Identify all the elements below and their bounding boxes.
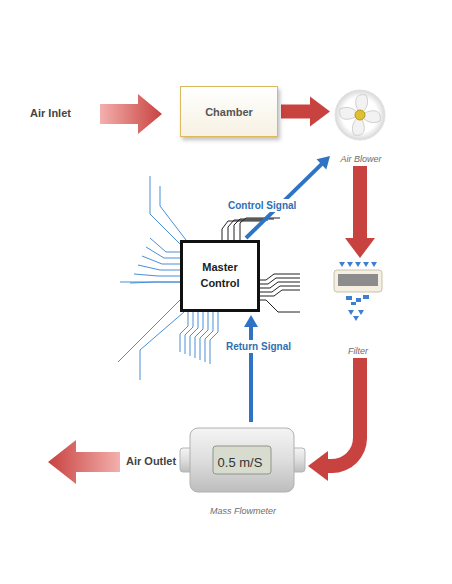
outlet-label: Air Outlet [126, 455, 176, 467]
outlet-arrow [48, 440, 120, 484]
arrow-head [310, 97, 330, 127]
display-reading: 0.5 m/S [214, 451, 266, 473]
node-label: Air Blower [320, 154, 402, 164]
wire [134, 274, 180, 276]
connector-line [281, 105, 311, 119]
wire [120, 282, 180, 283]
wire [185, 312, 193, 354]
wire [118, 300, 180, 362]
wire [190, 312, 198, 356]
wire [146, 247, 180, 258]
wire [160, 186, 186, 240]
flow-connector [246, 156, 330, 238]
node-label: Filter [314, 346, 402, 356]
inlet-label: Air Inlet [30, 107, 71, 119]
node-label: Chamber [199, 104, 259, 120]
flow-connector [244, 315, 258, 422]
connector-line [327, 358, 360, 466]
wire [142, 256, 180, 264]
flow-connector [281, 97, 330, 127]
wire [138, 265, 180, 270]
flow-connector [308, 358, 360, 481]
node-label: Master Control [183, 258, 257, 294]
wire [150, 176, 180, 244]
chamber-box: Chamber [180, 86, 278, 137]
blower-icon [335, 90, 385, 140]
control-box: Master Control [180, 240, 260, 312]
wire [180, 312, 188, 352]
signal-label: Return Signal [224, 340, 293, 353]
filter-icon [334, 262, 382, 321]
flow-connector [345, 166, 375, 258]
wire [195, 312, 203, 358]
inlet-arrow [100, 94, 162, 134]
arrow-head [345, 238, 375, 258]
wire [205, 312, 213, 362]
flowmeter-node: 0.5 m/SMass Flowmeter [178, 424, 308, 516]
node-label: Mass Flowmeter [168, 506, 318, 516]
circuit-wires [118, 176, 300, 380]
flowmeter-device [180, 428, 305, 492]
connector-line [353, 166, 367, 239]
wire [200, 312, 208, 360]
arrow-head [244, 315, 258, 327]
blower-node: Air Blower [330, 88, 392, 164]
wire [140, 312, 184, 380]
wire [210, 312, 218, 364]
signal-label: Control Signal [226, 199, 298, 212]
arrow-head [308, 451, 328, 481]
filter-node: Filter [324, 258, 392, 356]
